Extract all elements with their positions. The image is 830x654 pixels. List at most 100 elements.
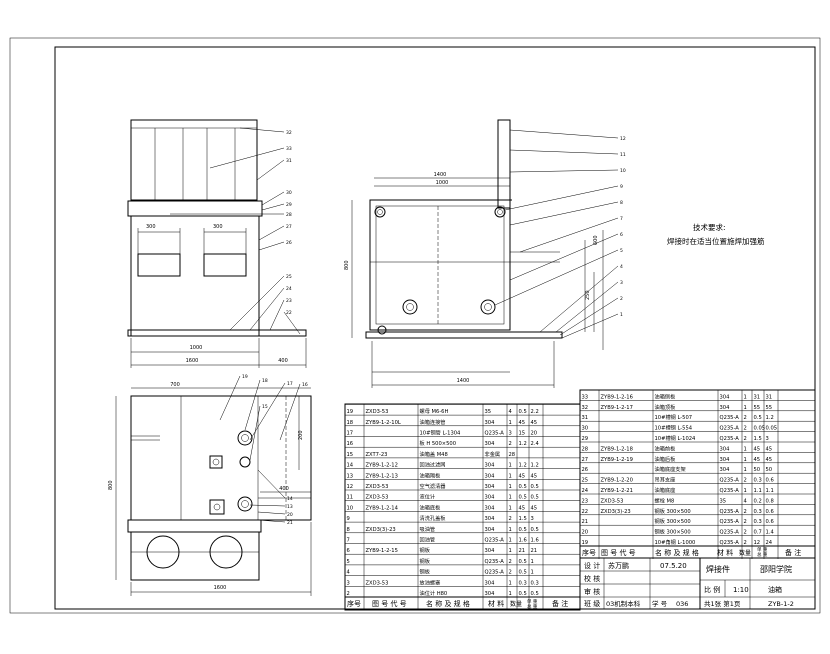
bom-left-cell-name: 钢板 [420, 546, 431, 554]
title-student-no-label: 学 号 [652, 599, 668, 608]
bom-right-cell-qty: 1 [744, 446, 747, 452]
bom-left-cell-w1: 0.5 [519, 495, 527, 501]
bom-left-cell-mat: 304 [485, 516, 496, 522]
top-port-1 [237, 430, 253, 446]
bom-left-cell-w2: 0.3 [531, 580, 539, 586]
callout-label: 10 [620, 168, 626, 174]
bom-left-cell-w2: 3 [531, 516, 534, 522]
bom-right-cell-code: ZXD3-53 [601, 498, 624, 504]
front-inspection-window-left [137, 253, 181, 277]
callout-label: 1 [620, 312, 623, 318]
callout-label: 16 [302, 382, 308, 388]
bom-right-cell-seq: 23 [582, 498, 589, 504]
callout-label: 29 [286, 202, 292, 208]
bom-right-cell-mat: Q235-A [720, 509, 740, 515]
callout-leader [257, 511, 286, 515]
bom-left-cell-mat: 304 [485, 580, 496, 586]
bom-right-cell-w2: 24 [766, 540, 773, 546]
bom-left-cell-mat: 304 [485, 463, 496, 469]
bom-left-cell-qty: 1 [509, 538, 512, 544]
bom-right-cell-mat: 304 [720, 467, 731, 473]
callout-leader [283, 311, 301, 335]
bom-left-cell-seq: 11 [347, 495, 354, 501]
bom-right-cell-w2: 1.2 [766, 415, 774, 421]
bom-left-cell-w1: 0.5 [519, 527, 527, 533]
callout-leader [249, 405, 261, 461]
bom-right-cell-name: 10#槽钢 L-507 [655, 413, 693, 421]
callout-label: 11 [620, 152, 626, 158]
callout-label: 17 [287, 381, 293, 387]
bom-right-header-total: 总 重 [757, 551, 768, 558]
top-view-lower-rail [127, 519, 262, 533]
bom-left-cell-seq: 6 [347, 548, 350, 554]
side-view: 1400 1000 1400 800 600 250 1211109876543… [344, 119, 626, 388]
bom-left-cell-name: 油箱底板 [420, 503, 442, 511]
title-check-label: 校 核 [584, 574, 600, 583]
side-lifting-lug-right [494, 206, 506, 218]
bom-left-cell-name: 液位计 [420, 493, 436, 501]
bom-right-cell-w2: 0.05 [766, 426, 778, 432]
bom-right-cell-code: ZYB9-1-2-16 [601, 394, 633, 400]
bom-left-cell-qty: 1 [509, 527, 512, 533]
bom-left-cell-seq: 4 [347, 570, 351, 576]
bom-left-cell-w2: 1 [531, 570, 534, 576]
bom-right-cell-w1: 0.3 [754, 519, 762, 525]
bom-left-cell-name: 板 H 500×500 [420, 439, 457, 447]
title-class-label: 班 级 [584, 599, 600, 608]
bom-left-cell-w2: 0.5 [531, 484, 539, 490]
bom-left-cell-name: 油箱连接管 [420, 418, 446, 426]
bom-right-cell-qty: 1 [744, 405, 747, 411]
top-port-2 [237, 496, 253, 512]
bom-right-header-material: 材 料 [717, 548, 733, 557]
bom-left-cell-mat: Q235-A [485, 559, 505, 565]
bom-left-cell-qty: 2 [509, 516, 512, 522]
bom-right-cell-w2: 55 [766, 405, 773, 411]
bom-right-cell-name: 10#槽钢 L-1024 [655, 434, 697, 442]
callout-leader [229, 275, 285, 331]
bom-left-cell-qty: 1 [509, 463, 512, 469]
dim-top-height: 800 [108, 480, 114, 490]
bom-right-cell-w1: 45 [754, 446, 761, 452]
bom-right-cell-w2: 3 [766, 436, 769, 442]
bom-left-cell-code: ZYB9-1-2-10L [366, 420, 401, 426]
bom-right-cell-qty: 2 [744, 436, 747, 442]
bom-left-cell-code: ZYB9-1-2-14 [366, 505, 399, 511]
bom-right-header: 序号 图 号 代 号 名 称 及 规 格 材 料 数量 单 重 总 重 备 注 [580, 545, 815, 558]
bom-right-cell-code: ZYB9-1-2-18 [601, 446, 633, 452]
bom-right-cell-mat: Q235-A [720, 540, 740, 546]
bom-right-cell-w1: 1.1 [754, 488, 762, 494]
callout-leader [258, 225, 285, 241]
bom-right-cell-mat: Q235-A [720, 478, 740, 484]
bom-left-cell-mat: Q235-A [485, 570, 505, 576]
callout-leader [504, 185, 619, 211]
bom-left-cell-name: 清洗孔盖板 [420, 514, 447, 522]
bom-left-cell-mat: 304 [485, 591, 496, 597]
bom-right-cell-code: ZYB9-1-2-21 [601, 488, 633, 494]
callout-label: 19 [242, 374, 248, 380]
callout-leader [494, 249, 619, 306]
top-view-body [130, 395, 312, 521]
dim-top-200: 200 [298, 430, 304, 440]
callout-label: 28 [286, 212, 292, 218]
bom-right-header-unit: 单 重 [757, 546, 768, 553]
bom-right-cell-mat: 304 [720, 457, 731, 463]
bom-left-cell-qty: 2 [509, 559, 512, 565]
callout-label: 31 [286, 158, 292, 164]
bom-right-cell-w2: 0.6 [766, 519, 774, 525]
bom-left-cell-seq: 16 [347, 441, 354, 447]
bom-left-cell-code: ZXD3-53 [366, 484, 389, 490]
dim-side-top: 1400 [434, 172, 447, 178]
dim-side-height: 800 [344, 260, 350, 270]
bom-left-cell-w2: 1 [531, 559, 534, 565]
callout-leader [555, 281, 619, 333]
bom-right-cell-qty: 1 [744, 488, 747, 494]
title-date: 07.5.20 [660, 562, 687, 570]
title-designer: 苏万鹏 [608, 561, 629, 570]
title-review-label: 审 核 [584, 587, 600, 596]
bom-left-cell-w1: 1.2 [519, 463, 527, 469]
bom-left-cell-seq: 5 [347, 559, 350, 565]
callout-label: 2 [620, 296, 623, 302]
bom-right-cell-w2: 31 [766, 394, 773, 400]
